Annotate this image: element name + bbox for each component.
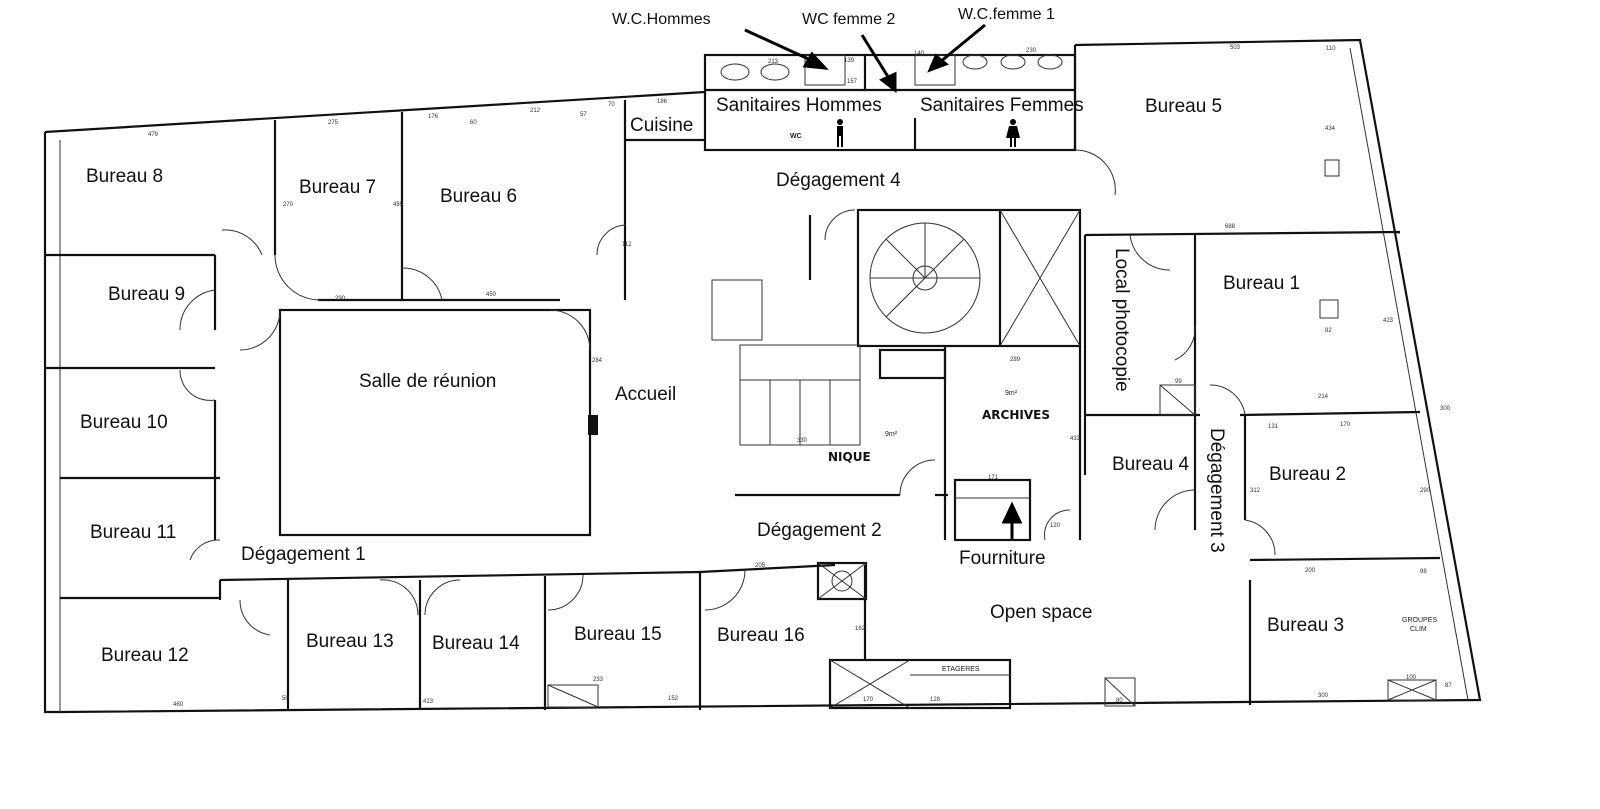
room-bureau-13: Bureau 13 [306,631,394,652]
dimension: 233 [593,677,604,683]
room-bureau-11: Bureau 11 [90,522,176,543]
room-bureau-8: Bureau 8 [86,166,163,187]
dimension: 275 [328,120,339,126]
annotation-wc-femme-2: WC femme 2 [802,11,895,28]
dimension: 289 [1010,357,1021,363]
dimension: 290 [1420,488,1431,494]
dimension: 139 [844,58,855,64]
annotation-wc-hommes: W.C.Hommes [612,11,711,28]
room-bureau-12: Bureau 12 [101,645,189,666]
dimension: 205 [755,563,766,569]
dimension: 330 [797,438,808,444]
dimension: 157 [847,79,858,85]
dimension: 460 [173,702,184,708]
room-bureau-16: Bureau 16 [717,625,805,646]
dimension: 213 [768,59,779,65]
room-archives: ARCHIVES [982,408,1050,422]
room-bureau-15: Bureau 15 [574,624,662,645]
dimension: 80 [1116,698,1123,704]
dimension: 423 [1383,318,1394,324]
room-bureau-14: Bureau 14 [432,633,520,654]
dimension: 99 [1175,379,1182,385]
women-pictogram-icon [1006,119,1020,147]
room-accueil: Accueil [615,384,676,405]
room-bureau-3: Bureau 3 [1267,615,1344,636]
dimension: 152 [668,696,679,702]
dimension: 176 [428,114,439,120]
room-degagement-4: Dégagement 4 [776,170,901,191]
dimension: 485 [393,202,404,208]
room-bureau-1: Bureau 1 [1223,273,1300,294]
room-bureau-10: Bureau 10 [80,412,168,433]
dimension-labels: 479 275 176 60 212 57 70 186 213 139 157… [148,45,1452,708]
annotation-wc-femme-1: W.C.femme 1 [958,6,1055,23]
dimension: 300 [1318,693,1329,699]
dimension: 200 [1305,568,1316,574]
dimension: 212 [530,108,541,114]
dimension: 503 [1230,45,1241,51]
label-wc: WC [790,133,802,140]
room-open-space: Open space [990,602,1092,623]
technique-area: 9m² [885,431,898,438]
dimension: 82 [1325,328,1332,334]
dimension: 434 [1325,126,1336,132]
annotation-arrows [744,23,1023,540]
room-bureau-2: Bureau 2 [1269,464,1346,485]
dimension: 112 [622,242,632,248]
dimension: 479 [148,132,159,138]
dimension: 214 [1318,394,1329,400]
dimension: 186 [657,99,668,105]
dimension: 87 [1445,683,1452,689]
dimension: 170 [863,697,874,703]
room-bureau-9: Bureau 9 [108,284,185,305]
room-sanitaires-hommes: Sanitaires Hommes [716,95,882,116]
dimension: 290 [335,296,346,302]
dimension: 140 [914,51,925,57]
label-groupes: GROUPES [1402,617,1437,624]
dimension: 413 [423,699,434,705]
dimension: 60 [470,120,477,126]
room-salle-reunion: Salle de réunion [359,371,496,392]
room-local-photocopie: Local photocopie [1111,248,1132,392]
room-bureau-7: Bureau 7 [299,177,376,198]
dimension: 312 [1250,488,1261,494]
stair-treads [870,223,980,318]
room-sanitaires-femmes: Sanitaires Femmes [920,95,1084,116]
dimension: 70 [608,102,615,108]
dimension: 450 [486,292,497,298]
dimension: 110 [1326,46,1336,52]
dimension: 128 [930,697,941,703]
dimension: 100 [1406,675,1417,681]
label-etageres: ETAGERES [942,666,980,673]
archives-area: 9m² [1005,390,1018,397]
room-cuisine: Cuisine [630,115,693,136]
room-labels: Bureau 8 Bureau 9 Bureau 10 Bureau 11 Bu… [80,95,1346,666]
dimension: 171 [988,475,999,481]
room-bureau-4: Bureau 4 [1112,454,1190,475]
dimension: 433 [1070,436,1081,442]
room-fourniture: Fourniture [959,548,1046,569]
room-bureau-6: Bureau 6 [440,186,517,207]
room-degagement-1: Dégagement 1 [241,544,366,565]
dimension: 50 [282,696,289,702]
dimension: 57 [580,112,587,118]
dimension: 300 [1440,406,1451,412]
walls [43,38,1482,714]
room-degagement-3: Dégagement 3 [1206,428,1227,553]
label-clim: CLIM [1410,626,1427,633]
dimension: 270 [283,202,294,208]
dimension: 98 [1420,569,1427,575]
room-technique: NIQUE [828,450,871,464]
dimension: 162 [855,626,866,632]
dimension: 131 [1268,424,1279,430]
men-pictogram-icon [837,119,843,147]
dimension: 120 [1050,523,1061,529]
room-degagement-2: Dégagement 2 [757,520,882,541]
room-bureau-5: Bureau 5 [1145,96,1222,117]
dimension: 230 [1026,48,1037,54]
dimension: 284 [592,358,603,364]
dimension: 688 [1225,224,1236,230]
dimension: 170 [1340,422,1351,428]
